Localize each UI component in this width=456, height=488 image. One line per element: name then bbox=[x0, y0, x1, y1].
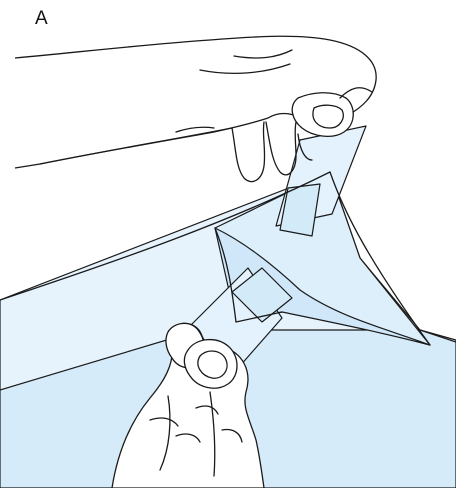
film-edge-line-3 bbox=[214, 227, 283, 323]
lower-hand-crease-4 bbox=[221, 428, 243, 443]
film-tab-upper bbox=[279, 183, 321, 237]
lower-hand-crease-3 bbox=[195, 405, 219, 415]
panel-label: A bbox=[35, 8, 48, 29]
lower-hand-icon bbox=[111, 322, 265, 488]
film-edge-line-2 bbox=[329, 171, 431, 346]
lower-hand-finger-line bbox=[159, 395, 171, 471]
upper-hand-icon bbox=[14, 35, 377, 183]
upper-hand-finger-3 bbox=[297, 133, 313, 161]
lower-hand-crease-2 bbox=[175, 433, 201, 443]
film-sheet-icon bbox=[0, 125, 456, 488]
lower-hand-thumbnail bbox=[197, 350, 228, 379]
film-edge-line bbox=[0, 171, 331, 301]
upper-hand-knuckle bbox=[199, 63, 291, 75]
film-tab-lower bbox=[231, 267, 293, 323]
upper-hand-lower-edge bbox=[39, 127, 233, 165]
upper-hand-thumb-joint bbox=[339, 87, 373, 99]
lower-hand-finger-line-2 bbox=[209, 391, 216, 477]
upper-hand-finger-1 bbox=[231, 121, 266, 183]
upper-hand-crease bbox=[233, 49, 293, 59]
upper-hand-wrist bbox=[175, 126, 215, 133]
lower-hand-crease-1 bbox=[149, 417, 179, 427]
upper-hand-finger-2 bbox=[265, 121, 297, 176]
upper-hand-thumbnail bbox=[312, 104, 344, 129]
